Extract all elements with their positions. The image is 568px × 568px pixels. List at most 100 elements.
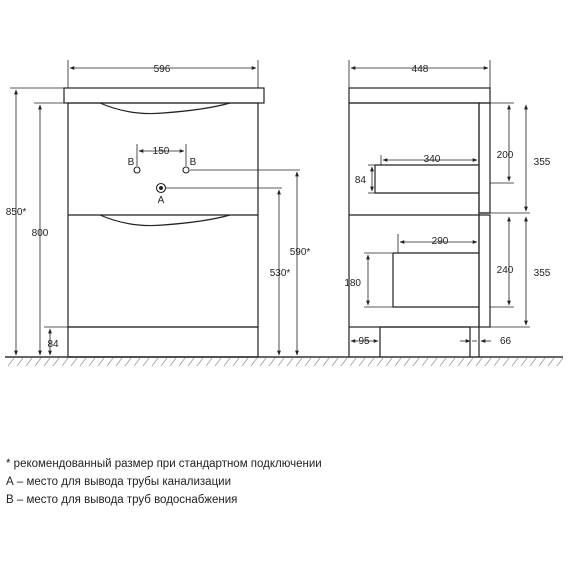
floor-hatch-mark: [376, 357, 384, 367]
body-height-label: 800: [32, 228, 49, 239]
pipe-a-icon: [155, 182, 167, 194]
floor-hatch-mark: [214, 357, 222, 367]
floor-hatch-mark: [79, 357, 87, 367]
pipe-a-label: A: [158, 195, 165, 206]
floor-hatch-mark: [430, 357, 438, 367]
floor-hatch-mark: [277, 357, 285, 367]
floor-hatch-mark: [124, 357, 132, 367]
floor-hatch-mark: [484, 357, 492, 367]
side-top: [348, 87, 491, 104]
upper-handle-curve: [99, 102, 231, 115]
floor-hatch-mark: [475, 357, 483, 367]
floor-hatch-mark: [43, 357, 51, 367]
floor-hatch-mark: [331, 357, 339, 367]
floor-hatch-mark: [358, 357, 366, 367]
front-view: [63, 87, 265, 358]
floor-hatch-mark: [529, 357, 537, 367]
floor-hatch-mark: [250, 357, 258, 367]
width-label: 596: [154, 64, 171, 75]
floor-hatch-mark: [52, 357, 60, 367]
floor-hatch-mark: [97, 357, 105, 367]
floor-hatch-mark: [547, 357, 555, 367]
floor-hatch-mark: [394, 357, 402, 367]
side-plinth: [348, 326, 480, 357]
floor-hatch-mark: [142, 357, 150, 367]
floor-hatch-mark: [313, 357, 321, 367]
floor-hatch-mark: [538, 357, 546, 367]
floor-hatch-mark: [70, 357, 78, 367]
floor-hatch-mark: [286, 357, 294, 367]
floor-hatch-mark: [61, 357, 69, 367]
upper-drawer-height-label: 84: [355, 175, 367, 186]
floor-hatch-mark: [7, 357, 15, 367]
floor-hatch-mark: [25, 357, 33, 367]
pipe-markers: [133, 144, 300, 194]
floor-hatch-mark: [349, 357, 357, 367]
floor-line: [5, 356, 564, 367]
floor-hatch-mark: [322, 357, 330, 367]
pipe-spacing-label: 150: [153, 146, 170, 157]
floor-hatch-mark: [511, 357, 519, 367]
notes-block: * рекомендованный размер при стандартном…: [6, 455, 561, 509]
floor-hatch-mark: [241, 357, 249, 367]
floor-hatch-mark: [367, 357, 375, 367]
height-b-label: 590*: [290, 247, 311, 258]
lower-drawer-height-label: 180: [344, 278, 361, 289]
floor-hatch-mark: [34, 357, 42, 367]
upper-front-height-label: 355: [534, 157, 551, 168]
floor-hatch-mark: [205, 357, 213, 367]
side-view: [348, 87, 491, 357]
side-labels: 448 340 84 290 180 200 355 240 355 95 66: [344, 64, 550, 347]
floor-hatch-mark: [412, 357, 420, 367]
note-recommended: * рекомендованный размер при стандартном…: [6, 458, 322, 470]
plinth-front-setback-label: 95: [358, 336, 370, 347]
pipe-b-left-icon: [133, 166, 141, 174]
lower-drawer-depth-label: 290: [432, 236, 449, 247]
floor-hatch-mark: [151, 357, 159, 367]
floor-hatch-mark: [340, 357, 348, 367]
floor-hatch-mark: [403, 357, 411, 367]
upper-front-panel: [478, 102, 491, 214]
floor-hatch-mark: [493, 357, 501, 367]
floor-hatch-mark: [88, 357, 96, 367]
floor-hatch-mark: [160, 357, 168, 367]
height-a-label: 530*: [270, 268, 291, 279]
note-pipe-a: А – место для вывода трубы канализации: [6, 476, 232, 488]
floor-hatch-mark: [268, 357, 276, 367]
plinth: [67, 326, 259, 358]
upper-drawer-box: [374, 165, 479, 194]
lower-front-inner-label: 240: [497, 265, 514, 276]
floor-hatch-mark: [169, 357, 177, 367]
floor-hatch-mark: [520, 357, 528, 367]
lower-handle-curve: [99, 214, 231, 227]
floor-hatch-mark: [187, 357, 195, 367]
pipe-b-left-label: B: [128, 157, 135, 168]
lower-drawer-box: [392, 253, 479, 308]
floor-hatch-mark: [106, 357, 114, 367]
upper-drawer-depth-label: 340: [424, 154, 441, 165]
floor-hatch-mark: [385, 357, 393, 367]
floor-hatch-mark: [259, 357, 267, 367]
floor-hatch-mark: [16, 357, 24, 367]
note-pipe-b: В – место для вывода труб водоснабжения: [6, 494, 238, 506]
plinth-height-label: 84: [47, 339, 59, 350]
pipe-a-center: [159, 186, 163, 190]
plinth-back-setback-label: 66: [500, 336, 512, 347]
floor-hatch-mark: [295, 357, 303, 367]
lower-front-panel: [478, 214, 491, 328]
floor-hatch-mark: [115, 357, 123, 367]
side-dimensions: [348, 60, 530, 343]
floor-hatch-mark: [457, 357, 465, 367]
lower-front-height-label: 355: [534, 268, 551, 279]
depth-label: 448: [412, 64, 429, 75]
total-height-label: 850*: [6, 207, 27, 218]
pipe-b-right-icon: [182, 166, 190, 174]
floor-hatch-mark: [223, 357, 231, 367]
floor-hatch-mark: [133, 357, 141, 367]
floor-hatch-mark: [466, 357, 474, 367]
floor-hatch-mark: [421, 357, 429, 367]
pipe-b-right-label: B: [190, 157, 197, 168]
basin-top: [63, 87, 265, 104]
floor-hatch-mark: [304, 357, 312, 367]
